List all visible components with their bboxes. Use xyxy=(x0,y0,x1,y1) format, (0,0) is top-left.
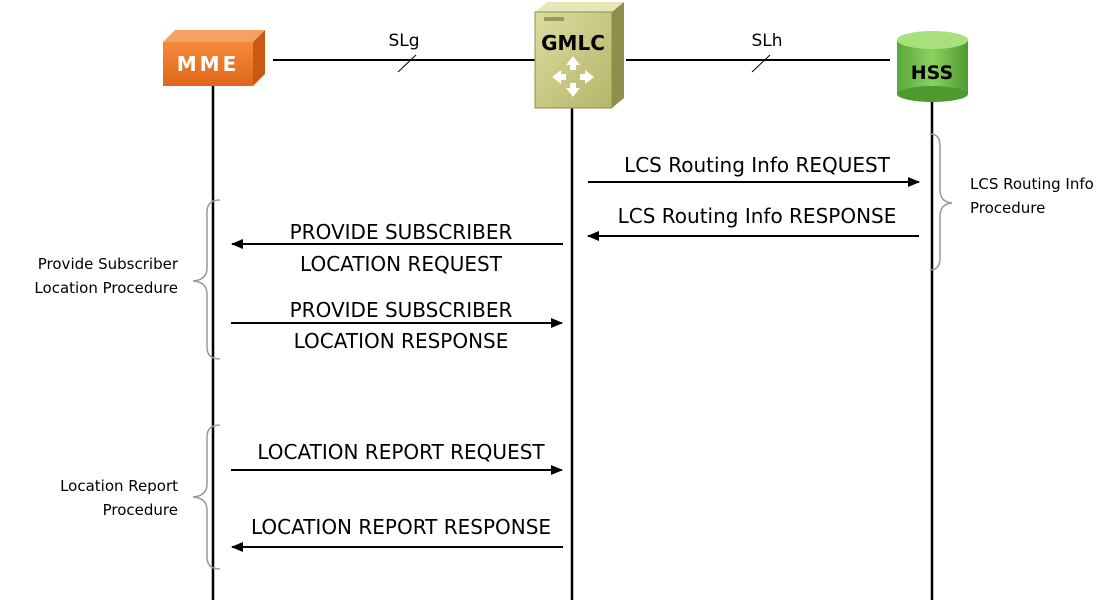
psl-procedure-label-line1: Provide Subscriber xyxy=(38,255,179,273)
psl-response-label-line2: LOCATION RESPONSE xyxy=(294,329,509,353)
hss-node: HSS xyxy=(897,31,968,102)
psl-procedure-brace xyxy=(192,199,221,360)
slg-label: SLg xyxy=(388,31,419,51)
gmlc-node: GMLC xyxy=(534,2,624,109)
slh-label: SLh xyxy=(751,31,782,51)
lcs-response-label: LCS Routing Info RESPONSE xyxy=(618,204,897,228)
gmlc-label: GMLC xyxy=(541,31,605,55)
lr-request-label: LOCATION REPORT REQUEST xyxy=(257,440,545,464)
hss-label: HSS xyxy=(911,62,953,84)
lcs-request-label: LCS Routing Info REQUEST xyxy=(624,153,891,177)
slg-slash-mark xyxy=(397,54,417,73)
mme-node: MME xyxy=(163,30,265,86)
lr-procedure-brace xyxy=(192,424,221,570)
slh-slash-mark xyxy=(751,54,771,73)
lcs-procedure-label-line1: LCS Routing Info xyxy=(970,175,1094,193)
lcs-procedure-brace xyxy=(929,133,953,271)
psl-procedure-label-line2: Location Procedure xyxy=(34,279,178,297)
lr-response-label: LOCATION REPORT RESPONSE xyxy=(251,515,551,539)
psl-request-label-line1: PROVIDE SUBSCRIBER xyxy=(290,220,513,244)
lr-procedure-label-line1: Location Report xyxy=(60,477,178,495)
mme-label: MME xyxy=(177,52,239,76)
arrows-cross-icon xyxy=(552,56,594,97)
lcs-procedure-label-line2: Procedure xyxy=(970,199,1045,217)
psl-request-label-line2: LOCATION REQUEST xyxy=(300,252,503,276)
psl-response-label-line1: PROVIDE SUBSCRIBER xyxy=(290,298,513,322)
lr-procedure-label-line2: Procedure xyxy=(103,501,178,519)
